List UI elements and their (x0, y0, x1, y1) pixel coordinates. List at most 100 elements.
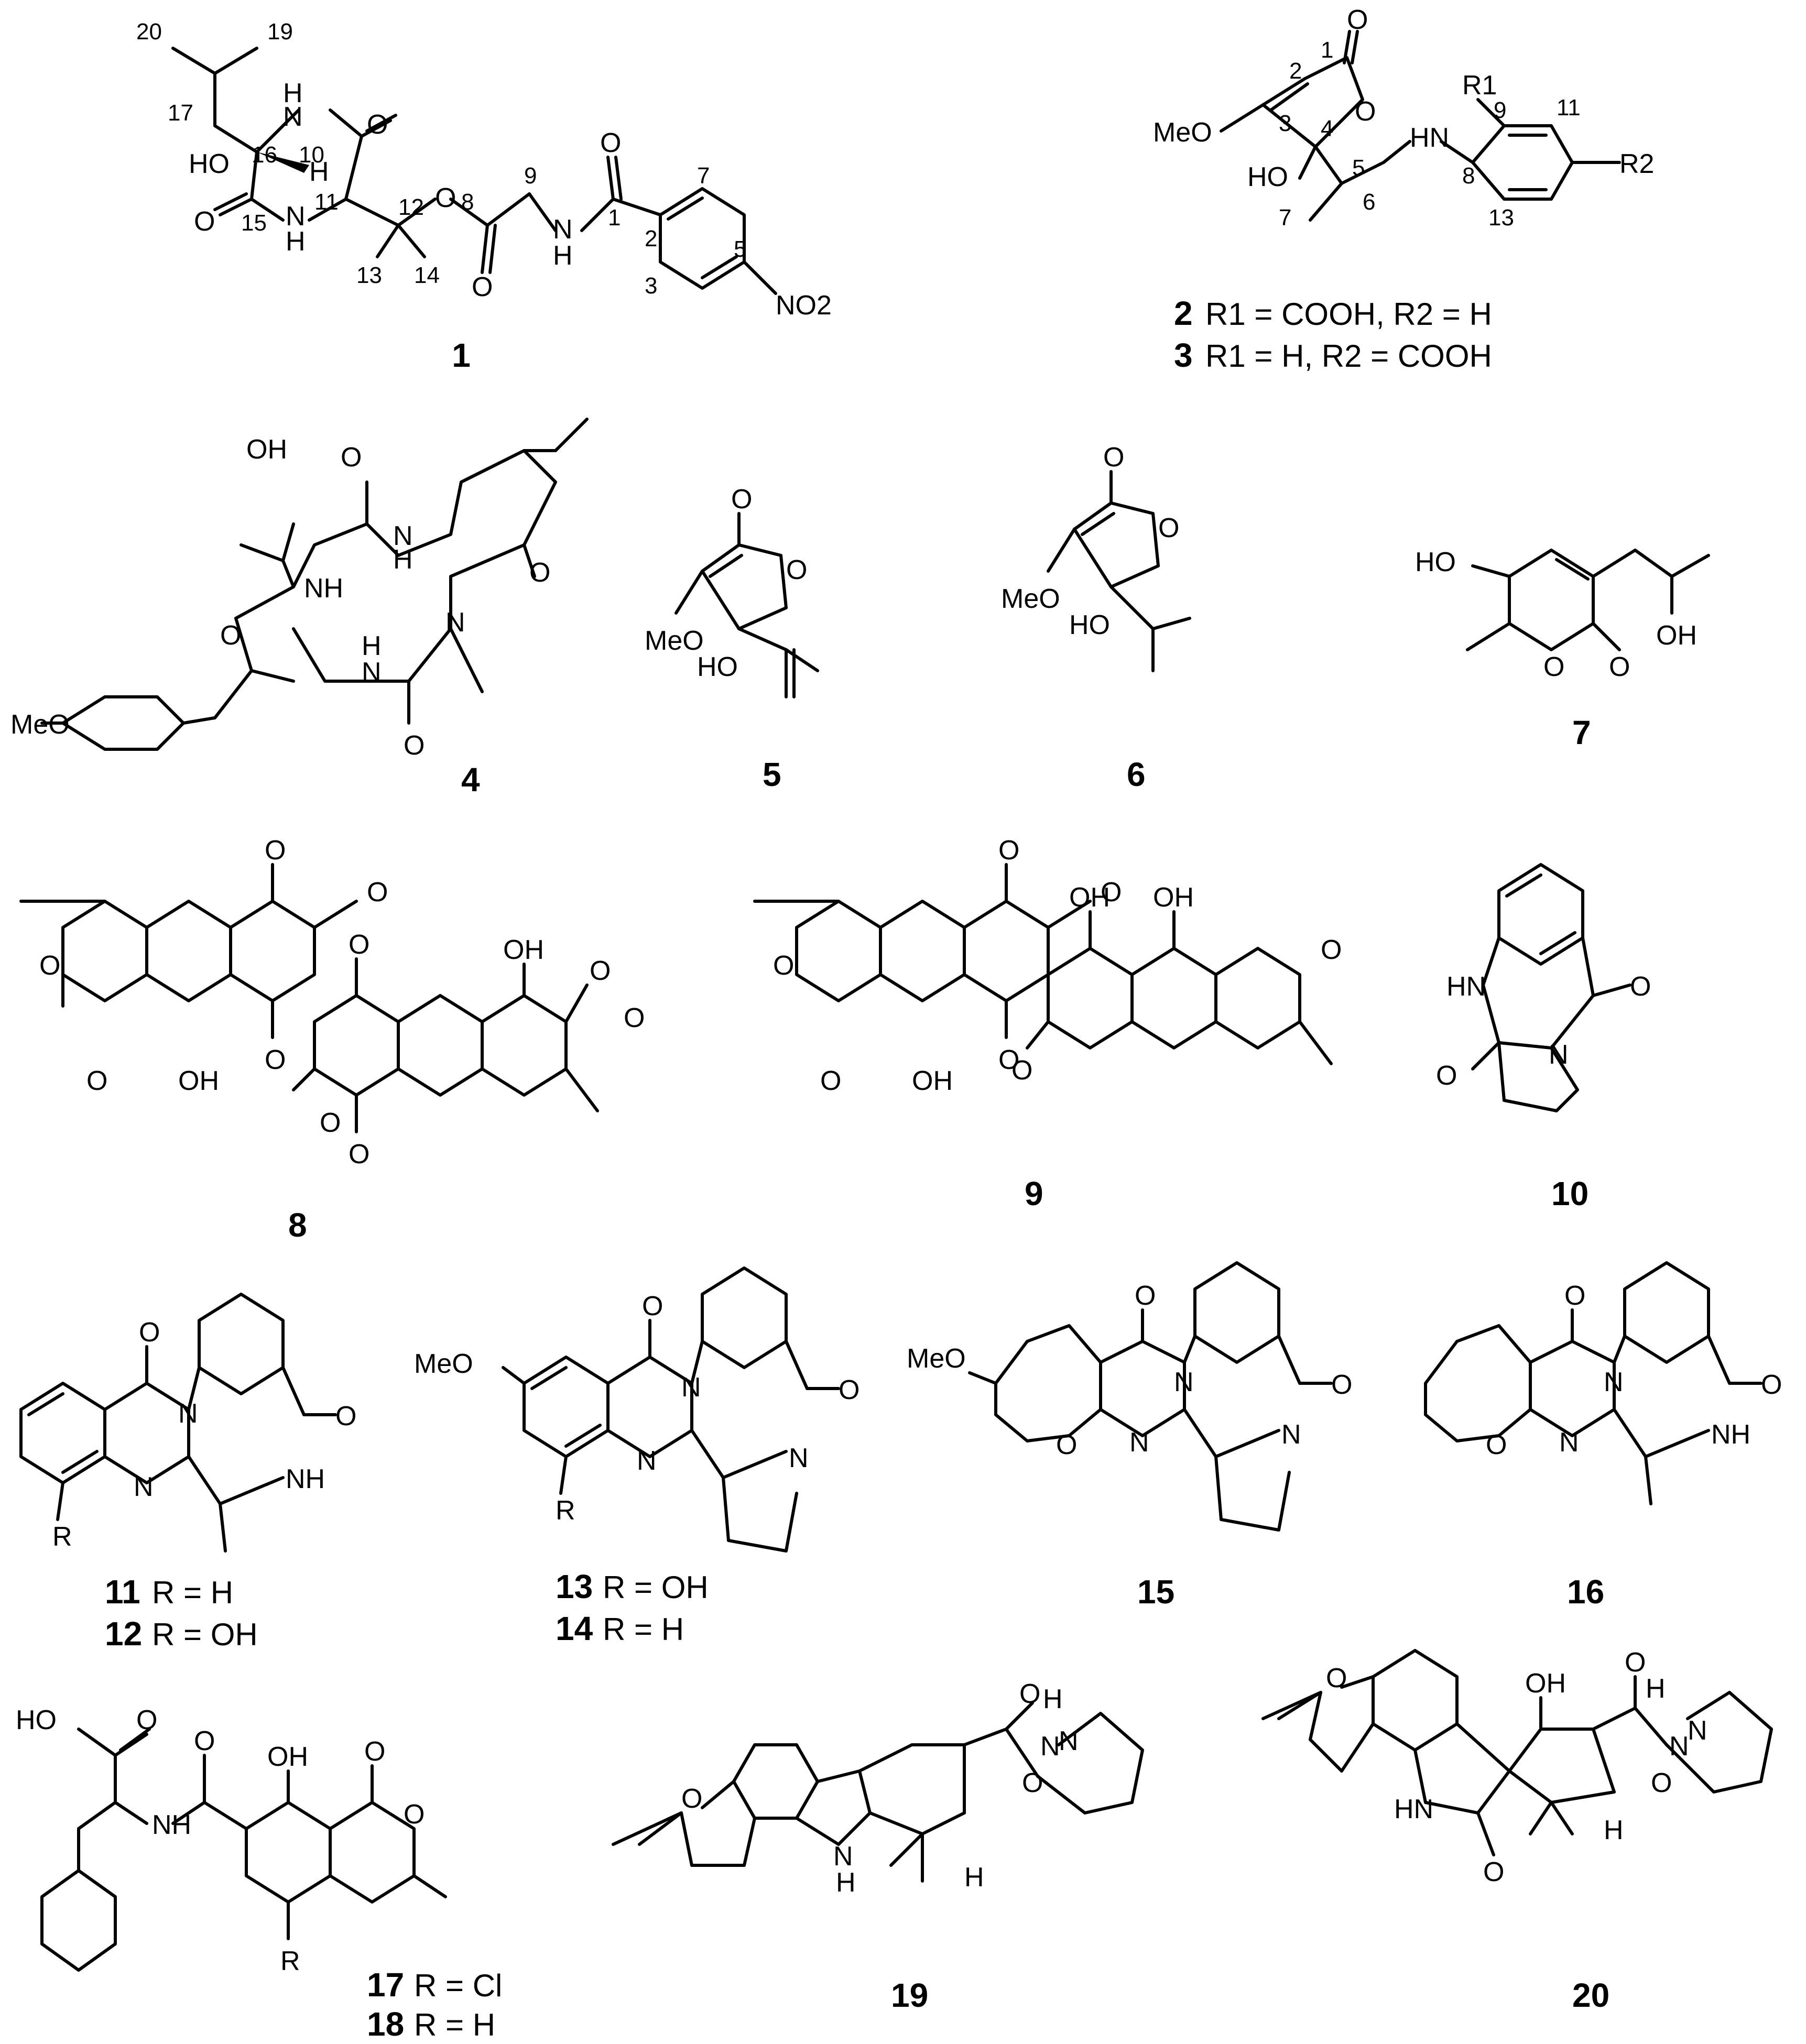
compound-10-atom-labels: HN O O N (1436, 971, 1651, 1091)
compound-label-1: 1 (452, 336, 471, 374)
compound-label-15: 15 (1137, 1573, 1174, 1611)
compound-label-10: 10 (1551, 1175, 1589, 1212)
atom-label: OH (1153, 882, 1194, 913)
atom-label: O (136, 1705, 157, 1735)
atom-label: H (836, 1867, 856, 1898)
compound-label-13: 13 (556, 1568, 593, 1605)
locant: 14 (414, 263, 440, 288)
compound-20-atom-labels: O OH O H N N O HN O H (1326, 1647, 1707, 1887)
atom-label: O (349, 930, 369, 960)
atom-label: O (1326, 1663, 1347, 1693)
compound-caption-12: R = OH (152, 1617, 258, 1652)
compound-19-atom-labels: O O H N N O N H H (681, 1679, 1079, 1898)
atom-label: O (265, 835, 286, 866)
compound-13-14-structure (502, 1266, 840, 1553)
atom-label: O (404, 730, 425, 761)
atom-label: O (435, 183, 456, 213)
atom-label: O (194, 1726, 215, 1756)
atom-label: N (1059, 1726, 1079, 1756)
compound-19-structure (612, 1701, 1144, 1883)
locant: 8 (461, 189, 474, 215)
compound-5-atom-labels: O O MeO HO (645, 484, 807, 682)
atom-label: N (1669, 1731, 1689, 1762)
atom-label: O (1331, 1370, 1352, 1400)
atom-label: MeO (414, 1349, 473, 1379)
compound-17-18-structure (40, 1728, 447, 1972)
atom-label: H (1646, 1674, 1666, 1704)
atom-label: MeO (10, 709, 70, 740)
atom-label: OH (912, 1066, 953, 1096)
atom-label: O (472, 272, 493, 302)
locant: 11 (314, 189, 339, 215)
compound-caption-2: R1 = COOH, R2 = H (1205, 297, 1492, 332)
atom-label: O (1158, 513, 1179, 543)
atom-label: R (52, 1522, 72, 1552)
compound-9-atom-labels: O O OH OH O O O OH O O (773, 835, 1342, 1096)
atom-label: O (786, 555, 807, 585)
locant: 10 (299, 142, 324, 168)
atom-label: O (349, 1139, 369, 1169)
atom-label: HN (1410, 123, 1449, 153)
locant: 13 (356, 263, 382, 288)
atom-label: HN (1394, 1794, 1433, 1824)
atom-label: OH (1069, 882, 1110, 913)
compound-1-structure (171, 47, 777, 295)
locant: 12 (398, 194, 424, 220)
atom-label: OH (503, 935, 544, 965)
atom-label: N (1040, 1731, 1060, 1762)
compound-8-structure (19, 863, 599, 1133)
compound-13-14-atom-labels: MeO O N O N N R (414, 1291, 860, 1526)
atom-label: N (1688, 1715, 1707, 1746)
atom-label: N (283, 102, 303, 132)
atom-label: N (789, 1443, 809, 1473)
atom-label: HN (1446, 971, 1486, 1002)
atom-label: N (1604, 1367, 1624, 1397)
atom-label: O (600, 128, 621, 158)
atom-label: O (86, 1066, 107, 1096)
atom-label: HO (1415, 547, 1456, 577)
compound-7-structure (1466, 549, 1710, 651)
atom-label: O (1135, 1281, 1156, 1311)
locant: 7 (697, 163, 710, 189)
atom-label: R1 (1462, 70, 1497, 101)
atom-label: H (362, 631, 382, 661)
locant: 16 (252, 142, 277, 168)
locant: 1 (608, 205, 621, 231)
compound-label-12: 12 (105, 1615, 142, 1653)
compound-label-3: 3 (1174, 336, 1193, 374)
atom-label: MeO (1001, 584, 1060, 614)
compound-label-2: 2 (1174, 294, 1193, 332)
atom-label: OH (246, 434, 287, 465)
atom-label: O (773, 950, 794, 981)
atom-label: HO (16, 1705, 57, 1735)
atom-label: OH (1525, 1668, 1566, 1699)
atom-label: O (1101, 877, 1122, 908)
compound-label-11: 11 (105, 1573, 140, 1611)
atom-label: O (1486, 1430, 1507, 1460)
locant: 1 (1321, 37, 1333, 63)
compound-2-3-captions: 2 R1 = COOH, R2 = H 3 R1 = H, R2 = COOH (1174, 294, 1492, 374)
atom-label: H (286, 226, 306, 257)
compound-caption-17: R = Cl (414, 1968, 502, 2003)
atom-label: O (364, 1736, 385, 1767)
atom-label: N (178, 1398, 198, 1429)
atom-label: MeO (645, 626, 704, 656)
atom-label: H (283, 78, 303, 108)
atom-label: O (642, 1291, 663, 1321)
atom-label: N (1281, 1419, 1301, 1450)
atom-label: O (139, 1317, 160, 1348)
compound-13-14-captions: 13 R = OH 14 R = H (556, 1568, 709, 1647)
compound-2-3-structure (1220, 30, 1621, 222)
compound-16-atom-labels: O N O O N NH (1486, 1281, 1782, 1460)
atom-label: O (194, 206, 215, 237)
compound-16-structure (1424, 1261, 1763, 1505)
atom-label: R (280, 1946, 300, 1976)
atom-label: O (731, 484, 752, 515)
atom-label: O (1436, 1061, 1457, 1091)
atom-label: HO (1069, 610, 1110, 640)
atom-label: HO (697, 652, 738, 682)
atom-label: H (964, 1862, 984, 1893)
compound-caption-11: R = H (152, 1575, 233, 1610)
atom-label: O (1103, 442, 1124, 473)
